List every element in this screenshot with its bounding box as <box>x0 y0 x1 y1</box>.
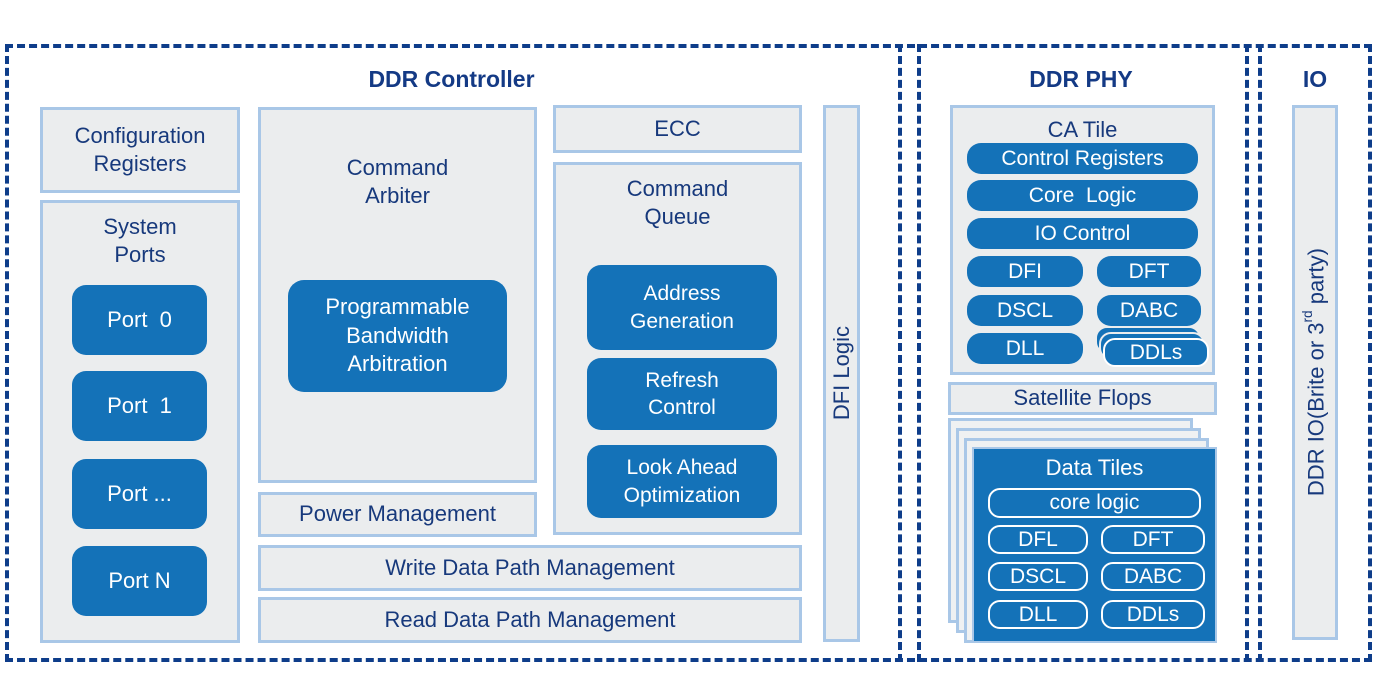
ddr-io-label-pre: DDR IO(Brite or 3 <box>1303 322 1329 497</box>
port-0-label: Port 0 <box>107 306 172 332</box>
dt-core-logic-label: core logic <box>1049 491 1140 515</box>
port-0-pill: Port 0 <box>72 285 207 355</box>
power-management-box: Power Management <box>258 492 537 537</box>
dt-dfl-pill: DFL <box>988 525 1088 554</box>
port-1-pill: Port 1 <box>72 371 207 441</box>
ca-tile-box: CA Tile Control Registers Core Logic IO … <box>950 105 1215 375</box>
port-ellipsis-pill: Port ... <box>72 459 207 529</box>
ca-dll-pill: DLL <box>967 333 1083 364</box>
look-ahead-optimization-pill: Look Ahead Optimization <box>587 445 777 518</box>
configuration-registers-box: Configuration Registers <box>40 107 240 193</box>
dfi-logic-label: DFI Logic <box>828 326 854 421</box>
ca-dabc-label: DABC <box>1119 298 1179 322</box>
core-logic-label: Core Logic <box>1028 183 1137 207</box>
io-control-pill: IO Control <box>967 218 1198 249</box>
data-tiles-stack: Data Tiles core logic DFL DFT DSCL DABC … <box>948 418 1217 643</box>
system-ports-label: System Ports <box>103 214 183 268</box>
satellite-flops-label: Satellite Flops <box>1013 385 1152 411</box>
phy-left-dashed-divider <box>917 44 921 662</box>
command-arbiter-label: Command Arbiter <box>346 155 454 209</box>
data-tiles-card: Data Tiles core logic DFL DFT DSCL DABC … <box>972 447 1217 643</box>
phy-right-dashed-divider <box>1245 44 1249 662</box>
configuration-registers-label: Configuration Registers <box>74 122 212 176</box>
address-generation-label: Address Generation <box>630 282 734 333</box>
ddr-io-label-sup: rd <box>1300 310 1316 323</box>
port-1-label: Port 1 <box>107 392 172 418</box>
ddr-io-label: DDR IO(Brite or 3rd party) <box>1300 248 1329 496</box>
dt-core-logic-pill: core logic <box>988 488 1201 518</box>
programmable-bandwidth-arbitration-pill: Programmable Bandwidth Arbitration <box>288 280 507 392</box>
address-generation-pill: Address Generation <box>587 265 777 350</box>
control-registers-label: Control Registers <box>1001 146 1164 170</box>
controller-right-dashed-divider <box>898 44 902 662</box>
dt-ddls-pill: DDLs <box>1101 600 1205 629</box>
ca-dll-label: DLL <box>1005 336 1045 360</box>
look-ahead-optimization-label: Look Ahead Optimization <box>623 456 744 507</box>
ddr-controller-section-title: DDR Controller <box>368 66 535 92</box>
dt-dll-pill: DLL <box>988 600 1088 629</box>
refresh-control-pill: Refresh Control <box>587 358 777 430</box>
dt-ddls-label: DDLs <box>1126 602 1180 626</box>
ca-dft-pill: DFT <box>1097 256 1201 287</box>
refresh-control-label: Refresh Control <box>645 368 725 419</box>
ca-tile-label: CA Tile <box>1047 117 1118 142</box>
ca-dabc-pill: DABC <box>1097 295 1201 326</box>
dt-dabc-label: DABC <box>1123 564 1183 588</box>
ca-dscl-pill: DSCL <box>967 295 1083 326</box>
ecc-label: ECC <box>654 115 701 141</box>
dt-dscl-pill: DSCL <box>988 562 1088 591</box>
port-ellipsis-label: Port ... <box>107 480 172 506</box>
ca-dfi-label: DFI <box>1008 259 1042 283</box>
io-left-dashed-divider <box>1258 44 1262 662</box>
ecc-box: ECC <box>553 105 802 153</box>
dt-dscl-label: DSCL <box>1009 564 1067 588</box>
command-queue-label: Command Queue <box>626 176 735 230</box>
read-data-path-management-label: Read Data Path Management <box>384 606 676 632</box>
dt-dft-pill: DFT <box>1101 525 1205 554</box>
io-control-label: IO Control <box>1034 221 1131 245</box>
dt-dfl-label: DFL <box>1018 527 1058 551</box>
ca-dft-label: DFT <box>1128 259 1170 283</box>
ca-ddls-pill: DDLs <box>1103 338 1209 367</box>
control-registers-pill: Control Registers <box>967 143 1198 174</box>
outer-dashed-border <box>5 44 1372 662</box>
core-logic-pill: Core Logic <box>967 180 1198 211</box>
power-management-label: Power Management <box>299 501 496 527</box>
io-section-title: IO <box>1302 66 1328 92</box>
port-n-label: Port N <box>108 567 171 593</box>
dt-dft-label: DFT <box>1132 527 1174 551</box>
port-n-pill: Port N <box>72 546 207 616</box>
programmable-bandwidth-arbitration-label: Programmable Bandwidth Arbitration <box>325 294 476 377</box>
ddr-io-label-post: party) <box>1303 248 1329 311</box>
ddr-phy-section-title: DDR PHY <box>1029 66 1133 92</box>
ca-dscl-label: DSCL <box>996 298 1054 322</box>
satellite-flops-box: Satellite Flops <box>948 382 1217 415</box>
write-data-path-management-box: Write Data Path Management <box>258 545 802 591</box>
dfi-logic-bar: DFI Logic <box>823 105 860 642</box>
dt-dabc-pill: DABC <box>1101 562 1205 591</box>
dt-dll-label: DLL <box>1018 602 1058 626</box>
read-data-path-management-box: Read Data Path Management <box>258 597 802 643</box>
data-tiles-label: Data Tiles <box>1045 455 1144 480</box>
ca-ddls-label: DDLs <box>1129 340 1183 364</box>
write-data-path-management-label: Write Data Path Management <box>385 554 675 580</box>
ddr-io-bar: DDR IO(Brite or 3rd party) <box>1292 105 1338 640</box>
ca-dfi-pill: DFI <box>967 256 1083 287</box>
